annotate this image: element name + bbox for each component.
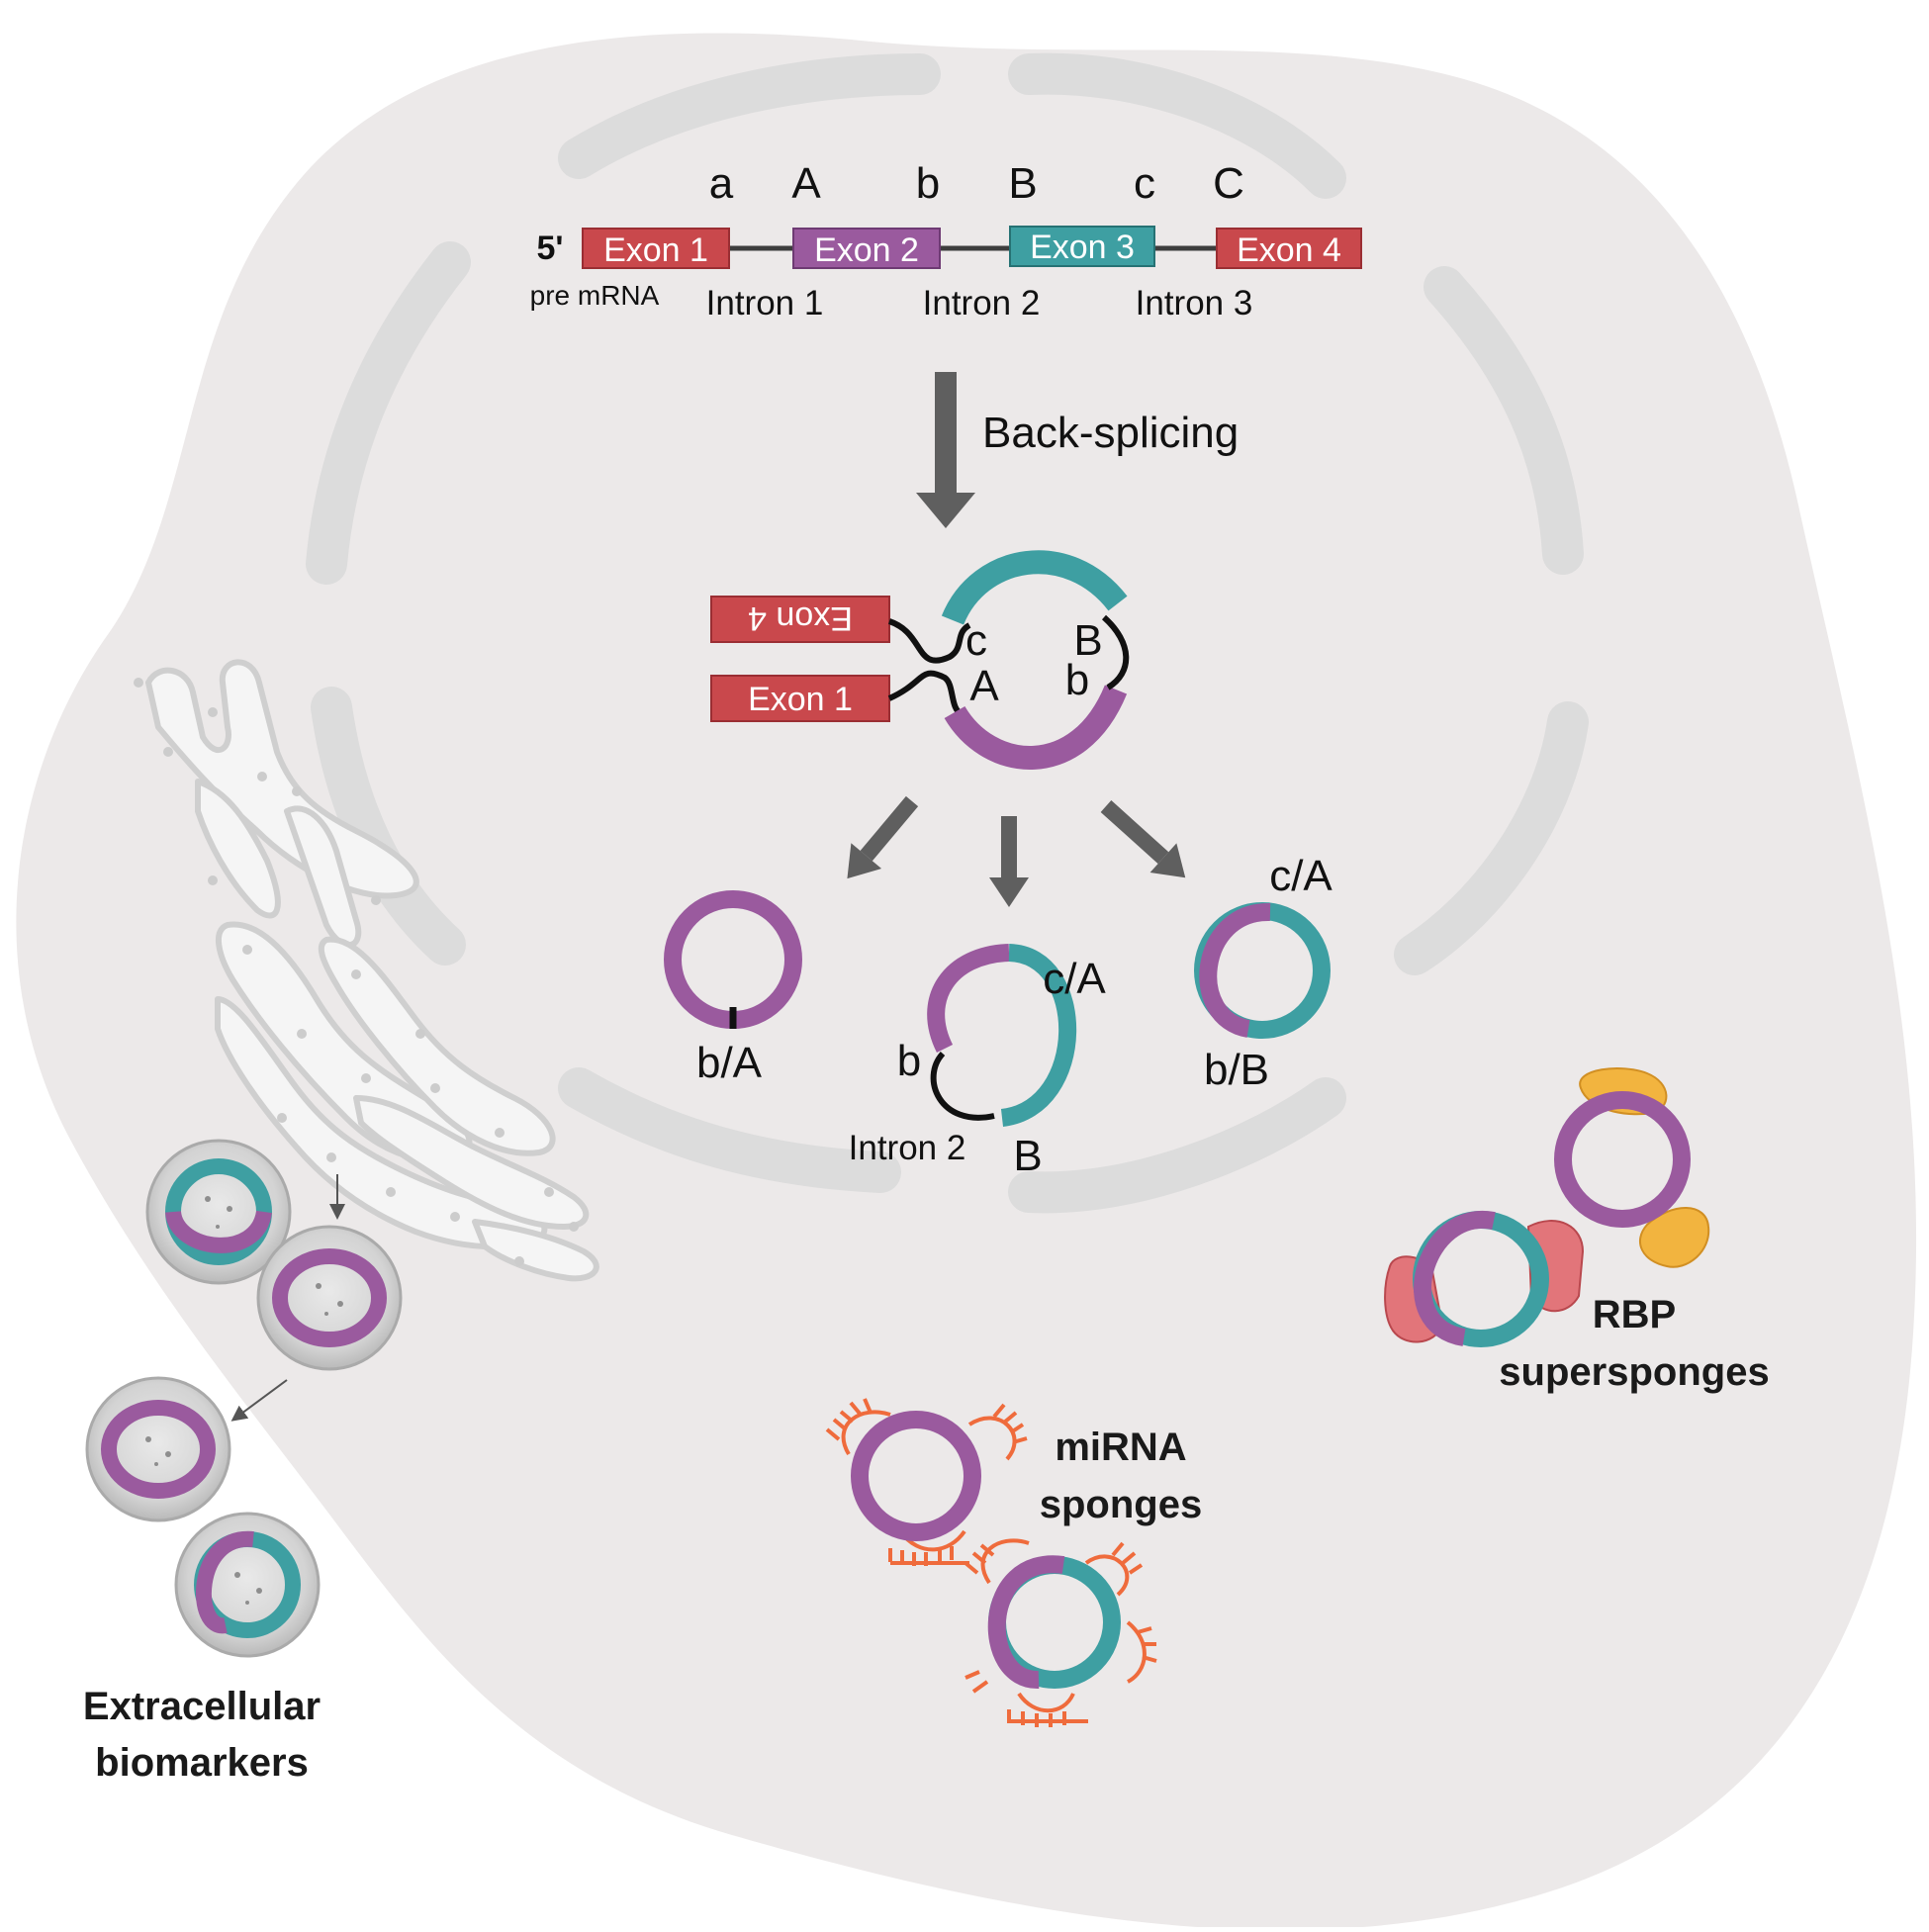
- vesicle: [145, 1139, 292, 1285]
- teal-arc: [941, 550, 1128, 626]
- product-arrows: [847, 795, 1186, 907]
- exon-4: Exon 4: [1216, 228, 1362, 269]
- site-b-product: b: [897, 1037, 921, 1085]
- ev-label-line-2: biomarkers: [95, 1741, 309, 1785]
- purple-arc: [944, 685, 1128, 770]
- site-c-intermediate: c: [965, 616, 987, 665]
- exon-1-label-intermediate: Exon 1: [748, 681, 853, 718]
- vesicle-cargo-dots: [145, 1196, 343, 1605]
- envelope-segment: [1394, 701, 1589, 975]
- intron-2-label: Intron 2: [923, 284, 1041, 322]
- ev-label-line-1: Extracellular: [83, 1685, 321, 1728]
- intermediate-exon-4: Exon 4: [710, 596, 890, 643]
- rbp-protein-yellow: [1638, 1207, 1710, 1268]
- rbp-supersponges: RBP supersponges: [1384, 1067, 1770, 1394]
- mirna-bound: [964, 1538, 1157, 1727]
- site-A-intermediate: A: [969, 662, 999, 710]
- back-splicing-arrow: [916, 372, 975, 528]
- five-prime-label: 5': [537, 230, 564, 267]
- golgi-apparatus: [145, 659, 599, 1282]
- exon-1: Exon 1: [582, 228, 730, 269]
- site-B-product: B: [1013, 1132, 1042, 1180]
- envelope-segment: [558, 53, 941, 179]
- arrow-to-ciecirc: [989, 816, 1029, 907]
- rbp-circrna-purple: [1554, 1091, 1691, 1228]
- envelope-segment: [558, 1067, 901, 1193]
- exon-1-label: Exon 1: [603, 231, 708, 269]
- back-splicing-intermediate: Exon 4 Exon 1 c A B b: [710, 550, 1130, 770]
- vesicle: [174, 1512, 321, 1658]
- mirna-circrna-purple: [851, 1411, 981, 1541]
- pre-mrna: Exon 1 Exon 2 Exon 3 Exon 4 5' pre mRNA …: [530, 159, 1362, 322]
- golgi-ribosomes: [134, 678, 579, 1266]
- envelope-segment: [1008, 52, 1346, 199]
- site-C-label: C: [1213, 159, 1244, 208]
- mirna-sponges: miRNA sponges: [825, 1398, 1202, 1727]
- junction-c-A-label: c/A: [1043, 955, 1106, 1003]
- rbp-label-line-1: RBP: [1593, 1293, 1676, 1336]
- cell-body: [16, 33, 1917, 1931]
- site-B-intermediate: B: [1073, 616, 1102, 665]
- exon-3-label: Exon 3: [1030, 229, 1135, 266]
- circrna-product-two-exon: c/A b/B: [1194, 852, 1332, 1094]
- arrow-to-ecirc: [1100, 800, 1186, 878]
- envelope-segment: [1008, 1077, 1346, 1214]
- envelope-segment: [306, 241, 471, 585]
- site-b-label: b: [916, 159, 940, 208]
- circrna-product-purple: b/A: [664, 890, 802, 1087]
- junction-c-A-right-label: c/A: [1269, 852, 1332, 900]
- site-a-label: a: [709, 159, 734, 208]
- intron-loop-c: [887, 618, 971, 664]
- intron-2-loop: [1101, 614, 1130, 690]
- junction-b-B-label: b/B: [1204, 1046, 1269, 1094]
- extracellular-vesicles: Extracellular biomarkers: [83, 1139, 403, 1785]
- site-A-label: A: [791, 159, 821, 208]
- pre-mrna-label: pre mRNA: [530, 280, 660, 311]
- intron-3-label: Intron 3: [1136, 284, 1253, 322]
- exon-4-flipped-label: Exon 4: [748, 599, 853, 637]
- intermediate-exon-1: Exon 1: [710, 675, 890, 722]
- exon-4-label: Exon 4: [1237, 231, 1341, 269]
- circrna-product-with-intron: c/A b B Intron 2: [849, 944, 1106, 1180]
- intron-loop-a: [887, 670, 964, 717]
- rbp-label-line-2: supersponges: [1499, 1350, 1769, 1394]
- site-c-label: c: [1134, 159, 1155, 208]
- exon-2-label: Exon 2: [814, 231, 919, 269]
- back-splicing-label: Back-splicing: [982, 409, 1239, 457]
- site-b-intermediate: b: [1065, 656, 1089, 704]
- junction-b-A-label: b/A: [696, 1039, 763, 1087]
- intron-1-label: Intron 1: [706, 284, 824, 322]
- arrow-to-eicirc: [847, 795, 919, 879]
- site-B-label: B: [1008, 159, 1037, 208]
- exon-2: Exon 2: [792, 228, 941, 269]
- vesicle: [256, 1225, 403, 1371]
- mirna-label-line-1: miRNA: [1055, 1426, 1186, 1469]
- intron-2-product-label: Intron 2: [849, 1129, 966, 1167]
- vesicle: [85, 1376, 231, 1522]
- exon-3: Exon 3: [1009, 226, 1155, 267]
- mirna-label-line-2: sponges: [1040, 1483, 1202, 1526]
- envelope-segment: [1424, 266, 1584, 575]
